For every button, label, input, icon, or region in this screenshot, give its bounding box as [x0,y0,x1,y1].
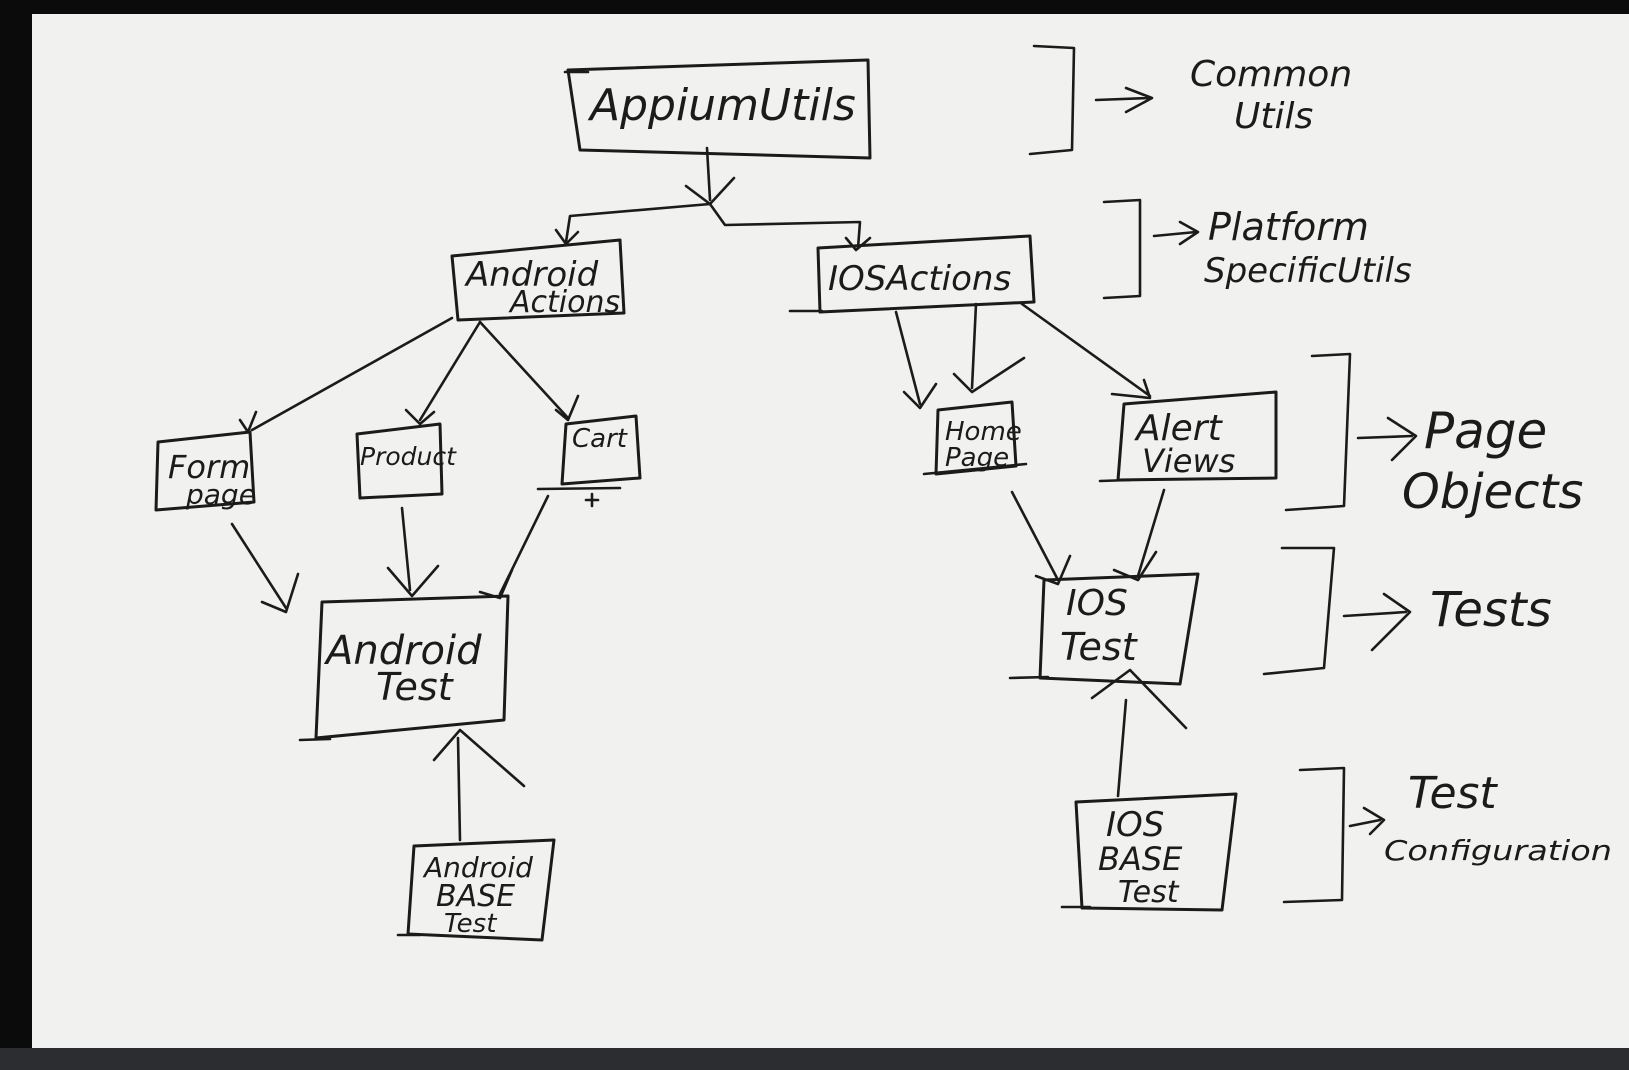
node-android-test-label-2: Test [376,665,455,709]
edge-android-actions-cart [478,320,570,420]
node-ios-base-test: IOS BASE Test [1060,792,1238,912]
arrowhead-page-objects [1386,416,1418,462]
arrowhead-platform [1178,220,1200,246]
layer-common-label-2: Utils [1234,96,1313,137]
node-cart: Cart [536,414,642,491]
bottom-bar [0,1048,1629,1070]
node-product: Product [355,422,457,500]
node-android-test-label-1: Android [323,628,482,674]
layer-test-configuration: Test Configuration [1282,766,1612,904]
node-home-page-label-1: Home [945,417,1022,447]
arrowhead-ios-actions [844,236,872,252]
node-android-base-test-label-3: Test [444,909,497,939]
edge-ios-actions-home-2 [970,302,978,390]
node-ios-test-label-2: Test [1060,625,1139,669]
bracket-page-objects [1284,352,1352,512]
plus-mark-icon [584,492,600,508]
node-alert-views-label-1: Alert [1134,408,1224,449]
arrowhead-product [404,408,436,426]
arrow-common [1094,96,1152,102]
edge-split-android-actions [564,202,712,244]
arrow-page-objects [1356,434,1414,440]
arrowhead-form-android-test [260,572,300,614]
bracket-tests [1262,546,1336,676]
edge-android-actions-form [250,316,454,432]
node-ios-actions: IOSActions [788,234,1036,314]
arrowhead-common [1124,86,1154,114]
node-ios-base-test-label-3: Test [1118,875,1180,910]
layer-platform-label-2: SpecificUtils [1204,251,1412,291]
layer-platform-utils: Platform SpecificUtils [1102,198,1412,300]
edge-form-android-test [230,522,288,610]
arrow-test-config [1348,818,1382,828]
node-cart-label: Cart [572,424,628,454]
arrowhead-test-config [1362,806,1386,836]
bracket-common [1028,44,1076,156]
node-product-label: Product [360,442,457,471]
node-android-test: Android Test [298,594,510,742]
connectors [230,146,1188,842]
arrowhead-android-base [432,728,526,788]
node-android-actions-label-2: Actions [508,285,620,320]
node-appium-utils-label: AppiumUtils [587,80,856,131]
edge-android-base-android-test [456,736,462,842]
layer-page-objects: Page Objects [1284,352,1583,520]
layer-common-utils: Common Utils [1028,44,1352,156]
node-android-actions-label-1: Android [464,255,599,295]
edge-ios-base-ios-test [1116,698,1128,798]
layer-platform-label-1: Platform [1208,205,1369,249]
arrow-tests [1342,610,1408,618]
edge-android-actions-product [418,320,482,422]
layer-tests: Tests [1262,546,1552,676]
arrowhead-product-android-test [386,564,440,598]
edge-ios-actions-home-1 [894,310,922,406]
arrowhead-home-1 [902,382,938,410]
node-home-page-label-2: Page [945,443,1009,473]
edge-split-ios-actions [708,202,862,250]
node-ios-base-test-label-2: BASE [1098,840,1183,878]
layer-page-objects-label-1: Page [1424,402,1547,460]
node-form-page-label-2: page [185,478,256,511]
arrowhead-ios-base [1090,668,1188,730]
edge-ios-actions-alert [1020,302,1152,398]
edge-appium-split [705,146,712,202]
layer-test-config-label-1: Test [1408,768,1498,819]
arrowhead-alert-ios-test [1112,550,1158,582]
arrowhead-home-2 [952,356,1026,394]
node-android-base-test: Android BASE Test [396,838,556,942]
paper-sheet [32,14,1629,1048]
node-ios-actions-label: IOSActions [828,259,1011,299]
node-alert-views-label-2: Views [1142,442,1235,480]
arrowhead-home-ios-test [1034,554,1072,586]
arrowhead-tests [1370,592,1412,652]
arrowhead-cart-android-test [478,568,514,600]
node-ios-test-label-1: IOS [1066,583,1128,624]
edge-alert-ios-test [1136,488,1166,578]
node-appium-utils: AppiumUtils [563,58,872,160]
node-form-page: Form page [154,430,256,512]
arrowhead-alert [1110,378,1152,400]
node-ios-test: IOS Test [1008,572,1200,686]
layer-common-label-1: Common [1190,54,1352,95]
arrowhead-cart [554,394,580,422]
edge-home-ios-test [1010,490,1060,582]
layer-tests-label: Tests [1430,582,1552,638]
layer-test-config-label-2: Configuration [1384,834,1612,867]
bracket-test-config [1282,766,1346,904]
bracket-platform [1102,198,1142,300]
edge-product-android-test [400,506,412,592]
node-android-base-test-label-1: Android [422,851,533,884]
arrowhead-android-actions [554,228,580,246]
node-android-actions: Android Actions [450,238,626,322]
layer-page-objects-label-2: Objects [1402,464,1583,520]
node-form-page-label-1: Form [168,448,250,486]
arrowhead-form [238,410,258,434]
node-home-page: Home Page [922,400,1028,476]
arrow-platform [1152,230,1198,238]
node-alert-views: Alert Views [1098,390,1278,483]
node-ios-base-test-label-1: IOS [1106,805,1164,845]
node-android-base-test-label-2: BASE [436,879,515,914]
